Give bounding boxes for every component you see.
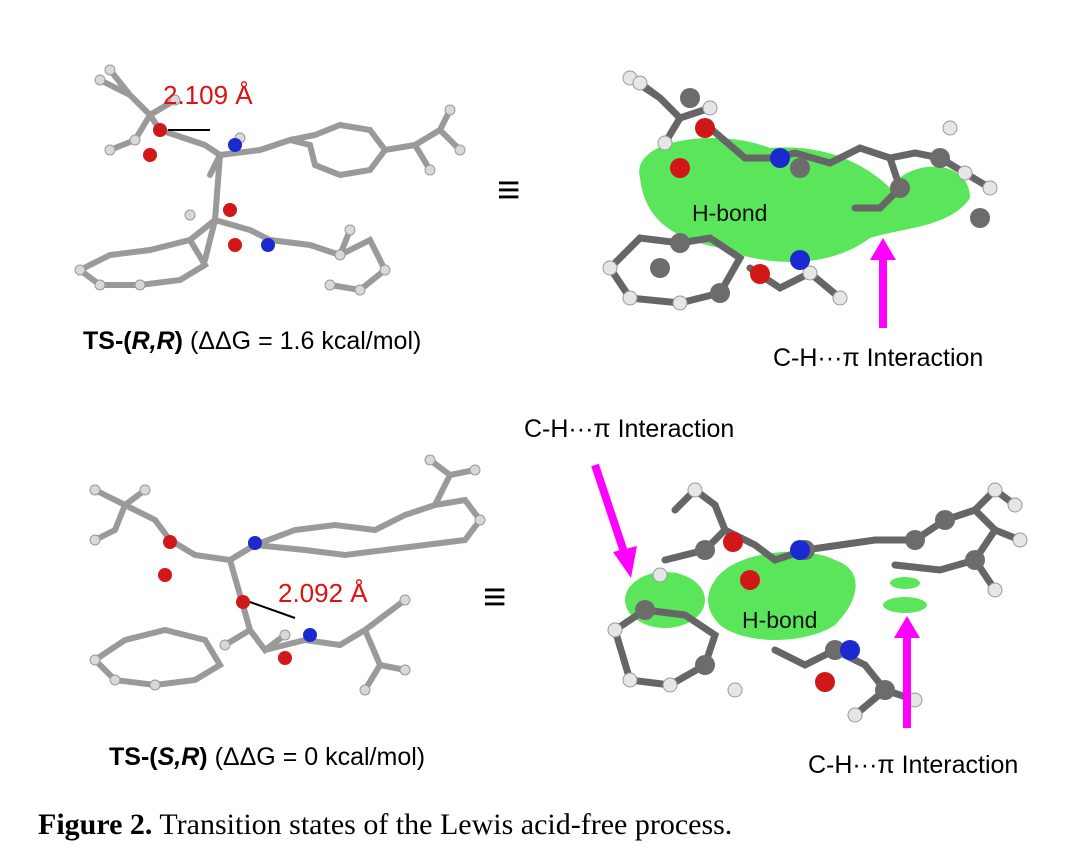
distance-label-sr: 2.092 Å [278,578,368,608]
equivalence-symbol-top: ≡ [497,168,521,212]
figure-caption: Figure 2. Transition states of the Lewis… [38,808,732,842]
hbond-label-sr: H-bond [742,607,818,633]
hbond-label-rr: H-bond [692,200,768,226]
ts-rr-label: TS-(R,R) (ΔΔG = 1.6 kcal/mol) [83,327,421,356]
equivalence-symbol-bottom: ≡ [483,575,507,619]
ts-sr-energy: (ΔΔG = 0 kcal/mol) [214,743,426,771]
ts-sr-prefix: TS-( [109,743,158,771]
distance-label-rr: 2.109 Å [163,80,253,110]
nci-plot-sr [591,463,1028,728]
ts-rr-suffix: ) [174,327,183,355]
nci-plot-rr [602,70,998,328]
ts-sr-suffix: ) [199,743,208,771]
molecule-ts-sr [89,454,486,696]
ts-sr-label: TS-(S,R) (ΔΔG = 0 kcal/mol) [109,743,425,772]
ts-rr-config: R,R [131,327,175,355]
ts-rr-prefix: TS-( [83,327,132,355]
figure-caption-text: Transition states of the Lewis acid-free… [159,808,733,841]
ch-pi-label-sr-bottom: C-H···π Interaction [808,751,1019,779]
ts-rr-energy: (ΔΔG = 1.6 kcal/mol) [189,327,422,355]
ch-pi-label-sr-top: C-H···π Interaction [524,415,735,443]
ch-pi-label-rr: C-H···π Interaction [773,344,984,372]
ts-sr-config: S,R [157,743,200,771]
molecule-ts-rr [74,64,466,296]
figure-caption-label: Figure 2. [38,808,153,841]
